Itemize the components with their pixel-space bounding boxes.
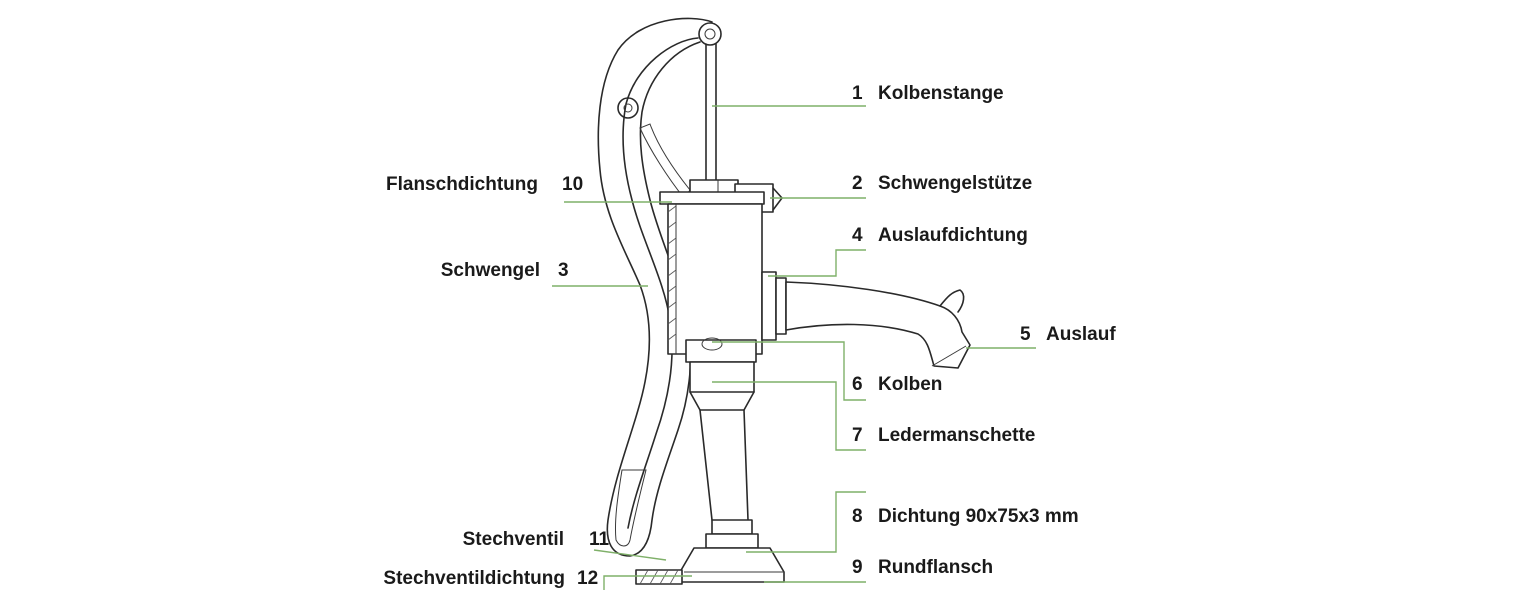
part-name-auslaufdichtung: Auslaufdichtung: [878, 225, 1028, 246]
part-name-stechventildichtung: Stechventildichtung: [383, 568, 565, 589]
part-name-rundflansch: Rundflansch: [878, 557, 993, 578]
part-name-auslauf: Auslauf: [1046, 324, 1116, 345]
pump-body-shape: [659, 191, 765, 355]
lower-tube-shape: [699, 409, 759, 549]
part-name-ledermanschette: Ledermanschette: [878, 425, 1035, 446]
part-number-1: 1: [852, 83, 863, 104]
part-name-kolbenstange: Kolbenstange: [878, 83, 1004, 104]
part-name-kolben: Kolben: [878, 374, 942, 395]
part-number-9: 9: [852, 557, 863, 578]
part-number-6: 6: [852, 374, 863, 395]
spout-shape: [761, 271, 971, 369]
part-number-10: 10: [562, 174, 583, 195]
part-name-flanschdichtung: Flanschdichtung: [386, 174, 538, 195]
part-number-3: 3: [558, 260, 569, 281]
part-number-2: 2: [852, 173, 863, 194]
part-number-7: 7: [852, 425, 863, 446]
leader-stechventildichtung: [603, 575, 692, 590]
part-number-11: 11: [589, 529, 610, 550]
part-labels: 1 Kolbenstange 2 Schwengelstütze 4 Ausla…: [383, 83, 1116, 589]
part-number-12: 12: [577, 568, 598, 589]
part-name-schwengelstuetze: Schwengelstütze: [878, 173, 1032, 194]
part-name-dichtung: Dichtung 90x75x3 mm: [878, 506, 1079, 527]
base-flange-shape: [635, 547, 785, 585]
leader-auslaufdichtung: [768, 249, 866, 277]
part-name-schwengel: Schwengel: [441, 260, 540, 281]
leader-ledermanschette: [712, 381, 866, 451]
part-number-8: 8: [852, 506, 863, 527]
leader-dichtung: [746, 491, 866, 553]
part-number-4: 4: [852, 225, 863, 246]
part-name-stechventil: Stechventil: [463, 529, 564, 550]
leader-kolben: [712, 341, 866, 401]
leader-stechventil: [593, 549, 667, 561]
part-number-5: 5: [1020, 324, 1031, 345]
hand-pump-drawing: [597, 17, 971, 585]
leader-lines: [552, 105, 1036, 590]
piston-shape: [685, 337, 757, 411]
